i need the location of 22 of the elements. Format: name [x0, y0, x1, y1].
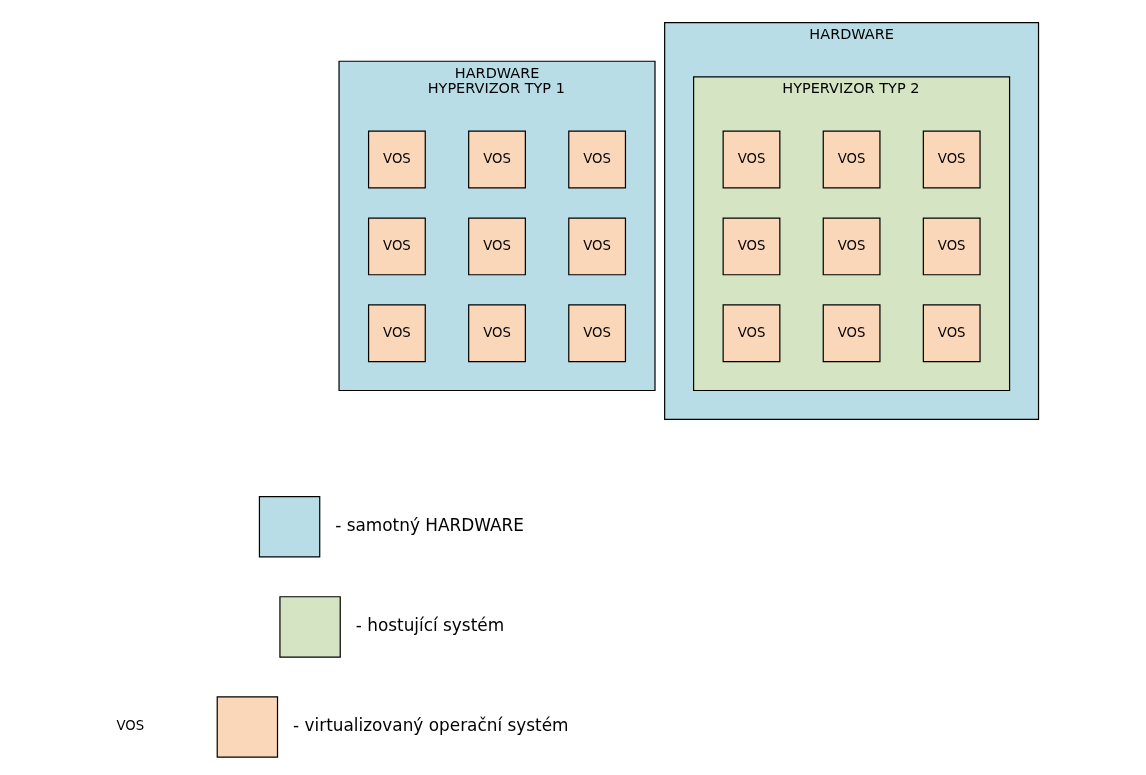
- label: VOS: [116, 718, 145, 734]
- node-box: VOS: [922, 130, 981, 189]
- node-box: VOS: [367, 304, 426, 363]
- node-box: VOS: [367, 130, 426, 189]
- legend-label: - virtualizovaný operační systém: [293, 715, 569, 736]
- node-box: VOS: [922, 304, 981, 363]
- node-box: VOS: [822, 130, 881, 189]
- node-box: VOS: [922, 217, 981, 276]
- node-box: VOS: [822, 304, 881, 363]
- node-box: VOS: [468, 217, 526, 276]
- node-box: VOS: [822, 217, 881, 276]
- legend-label: - hostující systém: [355, 615, 505, 636]
- node-box: VOS: [722, 217, 781, 276]
- node-box: VOS: [568, 217, 627, 276]
- node-box: VOS: [468, 130, 526, 189]
- node-box: VOS: [568, 304, 627, 363]
- node-box: VOS: [722, 130, 781, 189]
- node-box: VOS: [568, 130, 627, 189]
- node-box: VOS: [367, 217, 426, 276]
- node-box: VOS: [468, 304, 526, 363]
- node-box: VOS: [722, 304, 781, 363]
- legend-label: - samotný HARDWARE: [335, 515, 524, 536]
